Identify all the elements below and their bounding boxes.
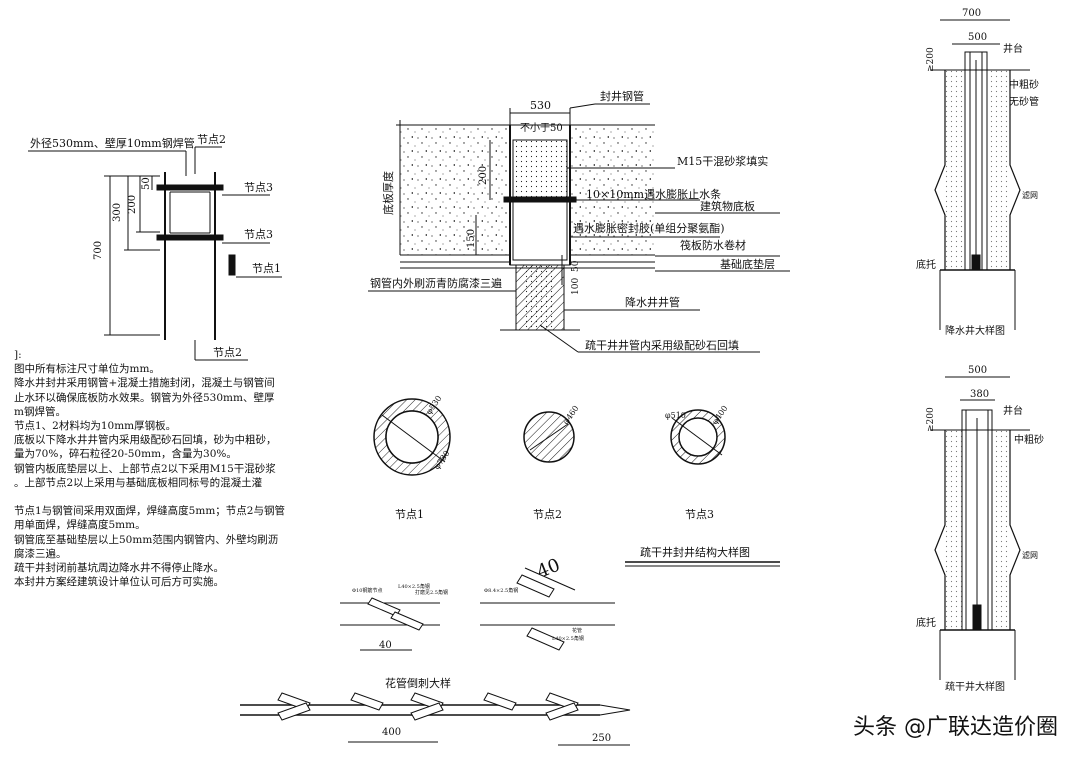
drain-well-detail: 500 380 ≥200 井台 中粗砂 滤网 底托 疏干井大样图 xyxy=(916,365,1044,693)
dim-300: 300 xyxy=(112,203,123,222)
cushion-label: 基础底垫层 xyxy=(720,257,775,271)
dim-700: 700 xyxy=(93,241,104,260)
waterproof-label: 筏板防水卷材 xyxy=(680,238,746,252)
sealant-label: 遇水膨胀密封胶(单组分聚氨酯) xyxy=(573,221,725,235)
note-line: 用单面焊，焊缝高度5mm。 xyxy=(14,519,146,532)
note-line xyxy=(14,490,304,504)
well-pipe-label: 降水井井管 xyxy=(625,295,680,309)
dw-dim-200: ≥200 xyxy=(926,47,936,72)
note-line: 。上部节点2以上采用与基础底板相同标号的混凝土灌 xyxy=(14,476,263,489)
node3-label-b: 节点3 xyxy=(244,228,273,241)
barb-note-3: 打磨见2.5角钢 xyxy=(415,589,448,596)
barb-title: 花管倒刺大样 xyxy=(385,676,451,690)
dim-530-top: 530 xyxy=(530,99,551,112)
sw-dim-380: 380 xyxy=(970,389,989,400)
dw-nosand: 无砂管 xyxy=(1009,95,1039,108)
note-line: 本封井方案经建筑设计单位认可后方可实施。 xyxy=(14,576,224,589)
node3-title: 节点3 xyxy=(685,508,714,521)
paint-label: 钢管内外刷沥青防腐漆三遍 xyxy=(370,276,502,290)
barb-dim-40b: 40 xyxy=(534,555,563,583)
dim-50-center: 50 xyxy=(571,260,581,272)
node2-top-label: 节点2 xyxy=(197,133,226,146)
dw-dim-500: 500 xyxy=(968,32,987,43)
dewater-well-detail: 700 500 ≥200 井台 中粗砂 无砂管 滤网 底托 降水井大样图 xyxy=(916,8,1039,337)
node1-title: 节点1 xyxy=(395,508,424,521)
note-line: 图中所有标注尺寸单位为mm。 xyxy=(14,363,160,376)
note-line: m钢焊管。 xyxy=(14,405,66,418)
center-title: 疏干井封井结构大样图 xyxy=(640,545,750,559)
barb-dim-400: 400 xyxy=(382,727,401,738)
notes-block: ]: 图中所有标注尺寸单位为mm。 降水井封井采用钢管+混凝土措施封闭，混凝土与… xyxy=(14,348,304,589)
left-pipe-detail: 外径530mm、壁厚10mm钢焊管 节点2 节点3 节点3 节点1 节点2 70… xyxy=(28,133,282,361)
dw-dim-700: 700 xyxy=(962,8,981,19)
dw-filter: 滤网 xyxy=(1022,190,1038,200)
barb-note-6: L40×2.5角钢 xyxy=(552,635,584,642)
notes-head: ]: xyxy=(14,349,22,361)
sw-filter: 滤网 xyxy=(1022,550,1038,560)
note-line: 止水环以确保底板防水效果。钢管为外径530mm、壁厚 xyxy=(14,391,275,404)
seal-pipe-label: 封井钢管 xyxy=(600,89,644,103)
stop-strip-label: 10×10mm遇水膨胀止水条 xyxy=(586,187,721,201)
gravel-label: 疏干井井管内采用级配砂石回填 xyxy=(585,338,739,352)
barb-note-1: Φ10钢筋节点 xyxy=(352,587,382,594)
node3-label-a: 节点3 xyxy=(244,181,273,194)
node3-section: φ510 φ400 节点3 xyxy=(665,404,730,521)
slab-thickness-dim: 底板厚度 xyxy=(381,171,395,215)
node2-bottom-label: 节点2 xyxy=(213,346,242,359)
barb-dim-40a: 40 xyxy=(379,640,392,651)
dim-100: 100 xyxy=(571,278,581,295)
dim-200-center: 200 xyxy=(478,166,489,185)
m15-label: M15干混砂浆填实 xyxy=(677,154,768,168)
sw-platform: 井台 xyxy=(1003,404,1023,417)
sw-dim-200: ≥200 xyxy=(926,407,936,432)
sw-sand: 中粗砂 xyxy=(1014,433,1044,446)
node1-section: φ530 φ730 节点1 xyxy=(373,394,452,521)
node3-outer-dim: φ510 xyxy=(665,411,686,420)
dw-platform: 井台 xyxy=(1003,42,1023,55)
note-line: 降水井封井采用钢管+混凝土措施封闭，混凝土与钢管间 xyxy=(14,377,275,390)
pipe-label: 外径530mm、壁厚10mm钢焊管 xyxy=(30,136,195,150)
sw-title: 疏干井大样图 xyxy=(945,680,1005,693)
note-line: 钢管内板底垫层以上、上部节点2以下采用M15干混砂浆 xyxy=(14,462,276,475)
dim-150: 150 xyxy=(466,229,477,248)
node2-outer-dim: φ460 xyxy=(561,404,580,426)
node-sections: φ530 φ730 节点1 φ460 节点2 φ510 φ400 节点3 xyxy=(373,394,730,521)
watermark: 头条 @广联达造价圈 xyxy=(853,715,1058,740)
node1-label: 节点1 xyxy=(252,262,281,275)
sw-bottom: 底托 xyxy=(916,616,936,629)
note-line: 疏干井封闭前基坑周边降水井不得停止降水。 xyxy=(14,562,224,575)
note-line: 钢管底至基础垫层以上50mm范围内钢管内、外壁均刷沥 xyxy=(14,533,279,546)
barb-note-4: Φ8.4×2.5角钢 xyxy=(484,587,518,594)
barb-note-5: 花管 xyxy=(572,627,582,634)
barb-note-2: L40×2.5角钢 xyxy=(398,583,430,590)
dim-50: 50 xyxy=(141,177,152,190)
center-seal-detail: 底板厚度 200 150 50 100 530 不小于50 封井钢管 M15干混… xyxy=(368,89,790,567)
bottom-slab-label: 建筑物底板 xyxy=(700,199,755,213)
min-50-label: 不小于50 xyxy=(520,122,563,134)
dw-title: 降水井大样图 xyxy=(945,324,1005,337)
note-line: 节点1、2材料均为10mm厚钢板。 xyxy=(14,420,177,433)
node2-title: 节点2 xyxy=(533,508,562,521)
note-line: 量为70%，碎石粒径20-50mm，含量为30%。 xyxy=(14,448,237,461)
node2-section: φ460 节点2 xyxy=(523,404,581,521)
dim-200: 200 xyxy=(127,195,138,214)
note-line: 底板以下降水井井管内采用级配砂石回填，砂为中粗砂， xyxy=(14,434,277,447)
sw-dim-500: 500 xyxy=(968,365,987,376)
note-line: 节点1与钢管间采用双面焊，焊缝高度5mm；节点2与钢管 xyxy=(14,505,285,518)
dw-bottom: 底托 xyxy=(916,258,936,271)
dw-sand: 中粗砂 xyxy=(1009,78,1039,91)
barb-dim-250: 250 xyxy=(592,733,611,744)
note-line: 腐漆三遍。 xyxy=(14,547,67,560)
